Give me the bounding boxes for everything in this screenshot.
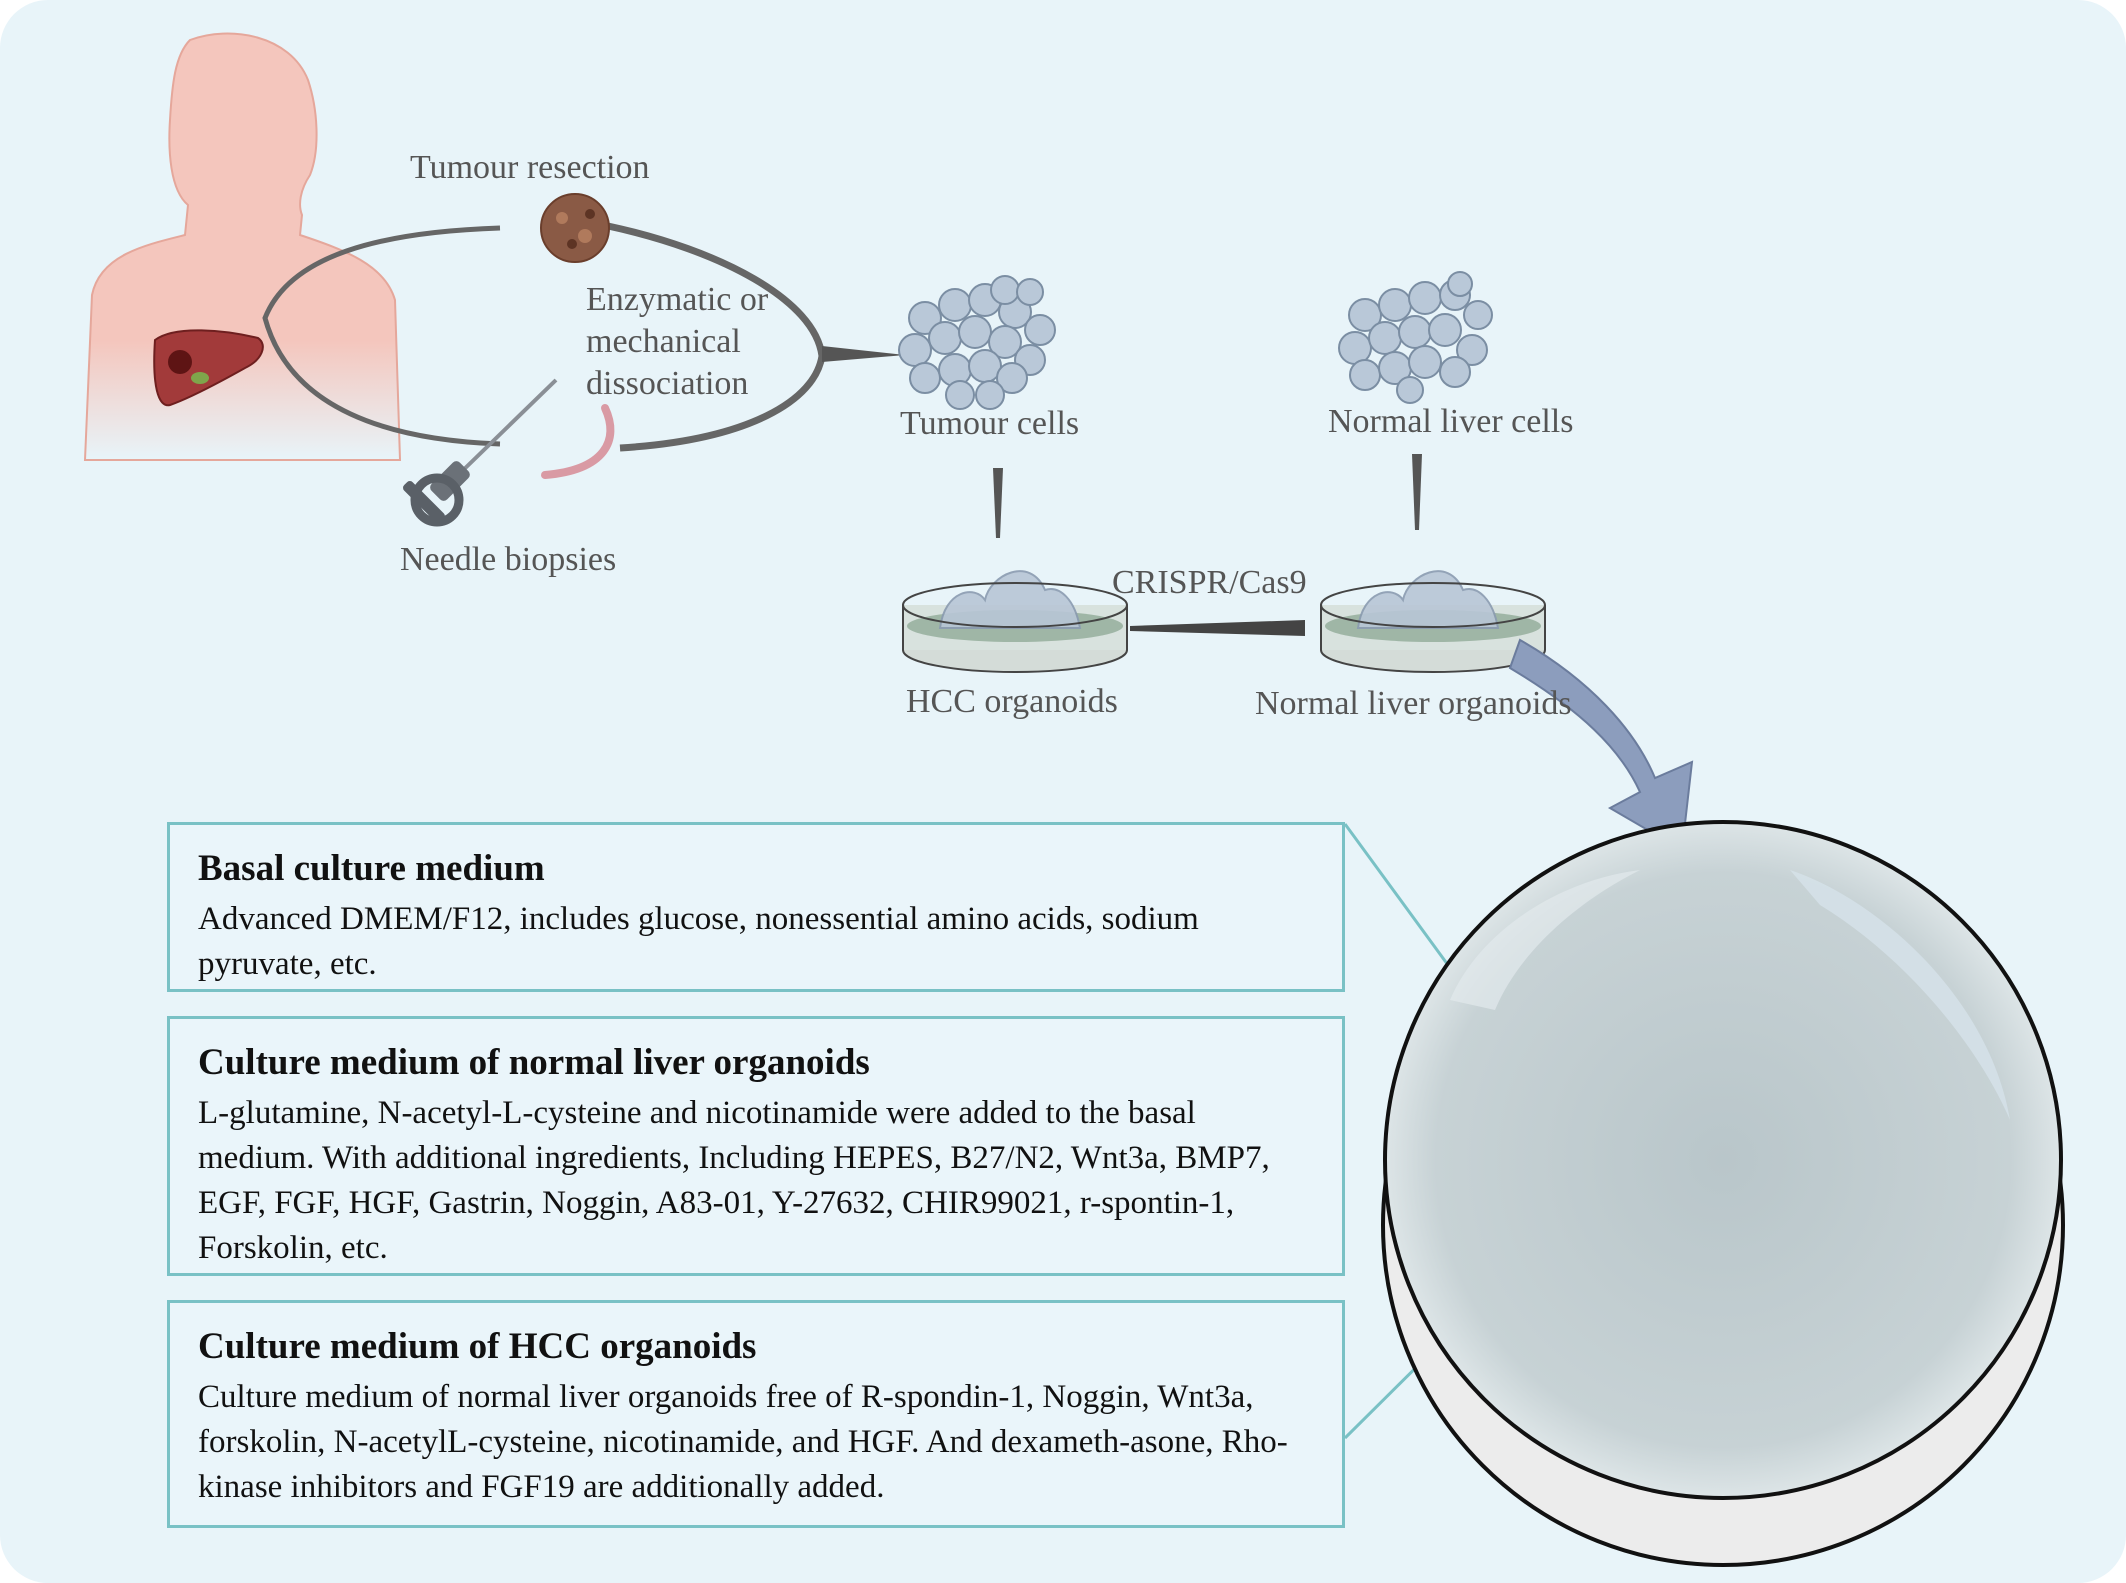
label-tumour-cells: Tumour cells [900,405,1080,442]
label-dissociation-line-2: mechanical [586,323,741,360]
label-hcc-organoids: HCC organoids [906,683,1118,720]
label-dissociation-line-1: Enzymatic or [586,281,769,318]
large-petri-dish [1381,820,2065,1567]
normal-medium-title: Culture medium of normal liver organoids [198,1042,870,1083]
normal-liver-cells-cluster [1338,271,1493,404]
basal-medium-text: Advanced DMEM/F12, includes glucose, non… [198,901,1199,982]
label-normal-liver-cells: Normal liver cells [1328,403,1574,440]
hcc-medium-text: Culture medium of normal liver organoids… [198,1379,1288,1505]
biopsy-sample-icon [541,404,615,479]
normal-medium-box: Culture medium of normal liver organoids… [167,1016,1345,1276]
process-arc-right [607,222,826,452]
process-arc [262,225,501,447]
label-tumour-resection: Tumour resection [410,149,650,186]
hcc-medium-box: Culture medium of HCC organoids Culture … [167,1300,1345,1528]
label-dissociation-line-3: dissociation [586,365,749,402]
normal-organoid-dish [1320,570,1546,673]
liver-icon [153,329,264,407]
hcc-organoid-dish [902,570,1128,673]
curved-arrow-to-dish [1508,638,1694,852]
basal-medium-box: Basal culture medium Advanced DMEM/F12, … [167,822,1345,992]
basal-medium-title: Basal culture medium [198,848,545,889]
arc-arrow-tip [822,346,905,362]
normal-medium-text: L-glutamine, N-acetyl-L-cysteine and nic… [198,1095,1270,1266]
arrow-normal-to-dish [1412,454,1422,530]
label-crispr: CRISPR/Cas9 [1112,564,1307,601]
biopsy-needle-icon [403,378,558,527]
label-normal-liver-organoids: Normal liver organoids [1255,685,1572,722]
crispr-arrow [1130,620,1305,636]
hcc-medium-title: Culture medium of HCC organoids [198,1326,757,1367]
arrow-tumour-to-dish [993,468,1003,538]
tumour-cells-cluster [898,275,1056,410]
label-needle-biopsies: Needle biopsies [400,541,617,578]
tumour-tissue-icon [540,193,610,263]
